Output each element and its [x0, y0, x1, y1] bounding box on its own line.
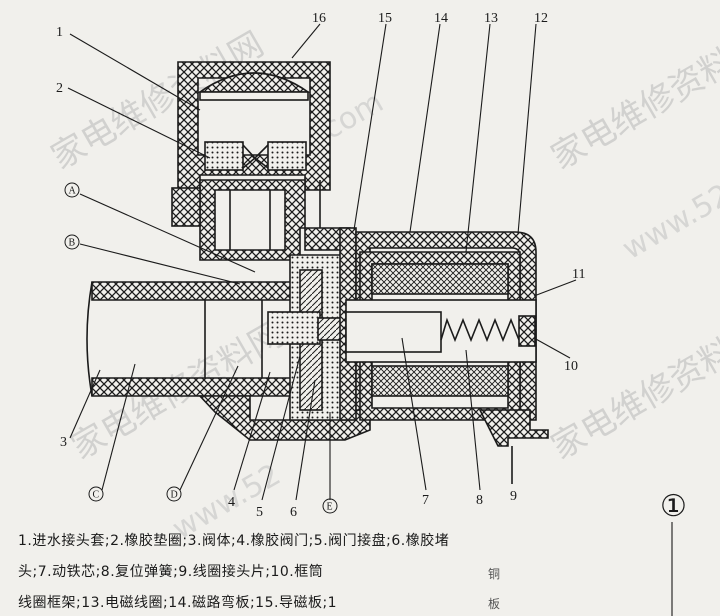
legend-line-1: 1.进水接头套;2.橡胶垫圈;3.阀体;4.橡胶阀门;5.阀门接盘;6.橡胶堵 [18, 533, 450, 549]
circle-a-ring [64, 182, 80, 198]
callout-a: A [69, 186, 77, 197]
callout-1: 1 [56, 25, 63, 40]
callout-8: 8 [476, 493, 483, 508]
valve-drawing [86, 61, 549, 484]
legend-line-3: 线圈框架;13.电磁线圈;14.磁路弯板;15.导磁板;1 [18, 595, 338, 611]
core-tube-end-cap [518, 315, 536, 347]
coil-terminal [478, 409, 549, 447]
callout-6: 6 [290, 505, 297, 520]
watermark-url: www.52 [617, 177, 720, 267]
callout-15: 15 [378, 11, 392, 26]
leader-lines [67, 23, 673, 616]
callout-5: 5 [256, 505, 263, 520]
rubber-washer-left [204, 141, 244, 171]
circled-callout-letters: A B C D E [69, 186, 333, 513]
filter-screen [197, 72, 311, 93]
callout-e: E [327, 502, 333, 513]
body-left-lug [171, 187, 201, 227]
watermark-text: 家电维修资料 [545, 41, 720, 178]
circle-b-ring [64, 234, 80, 250]
callout-4: 4 [228, 495, 235, 510]
callout-d: D [171, 490, 178, 501]
circle-e-ring [322, 498, 338, 514]
callout-2: 2 [56, 81, 63, 96]
callout-b: B [69, 238, 76, 249]
legend-tail-2: 板 [488, 597, 500, 611]
return-spring [440, 317, 520, 343]
moving-iron-core [345, 311, 442, 353]
legend-tail-1: 铜 [488, 566, 500, 581]
rubber-washer-right [267, 141, 307, 171]
circle-c-ring [88, 486, 104, 502]
callout-11: 11 [572, 267, 585, 282]
rubber-plug [267, 311, 321, 345]
stem-inner-walls [229, 190, 271, 250]
callout-13: 13 [484, 11, 498, 26]
circle-d-ring [166, 486, 182, 502]
legend-line-2: 头;7.动铁芯;8.复位弹簧;9.线圈接头片;10.框筒 [18, 564, 324, 580]
callout-12: 12 [534, 11, 548, 26]
callout-9: 9 [510, 489, 517, 504]
callout-c: C [93, 490, 100, 501]
filter-frame [199, 91, 309, 101]
callout-3: 3 [60, 435, 67, 450]
electromagnetic-coil-lower [371, 365, 509, 397]
callout-16: 16 [312, 11, 326, 26]
watermark-text: 家电维修资料网 [545, 314, 720, 468]
callout-10: 10 [564, 359, 578, 374]
washer-cone [242, 144, 269, 169]
electromagnetic-coil-upper [371, 263, 509, 295]
callout-labels: 1 2 3 4 5 6 7 8 9 10 11 12 13 14 15 16 [56, 11, 585, 520]
callout-14: 14 [434, 11, 448, 26]
pipe-inner-bore [204, 300, 263, 378]
circled-callouts [64, 182, 338, 514]
body-stem [199, 179, 351, 261]
pipe-outlet-end [86, 281, 93, 397]
figure-number: ① [660, 490, 687, 523]
callout-7: 7 [422, 493, 429, 508]
